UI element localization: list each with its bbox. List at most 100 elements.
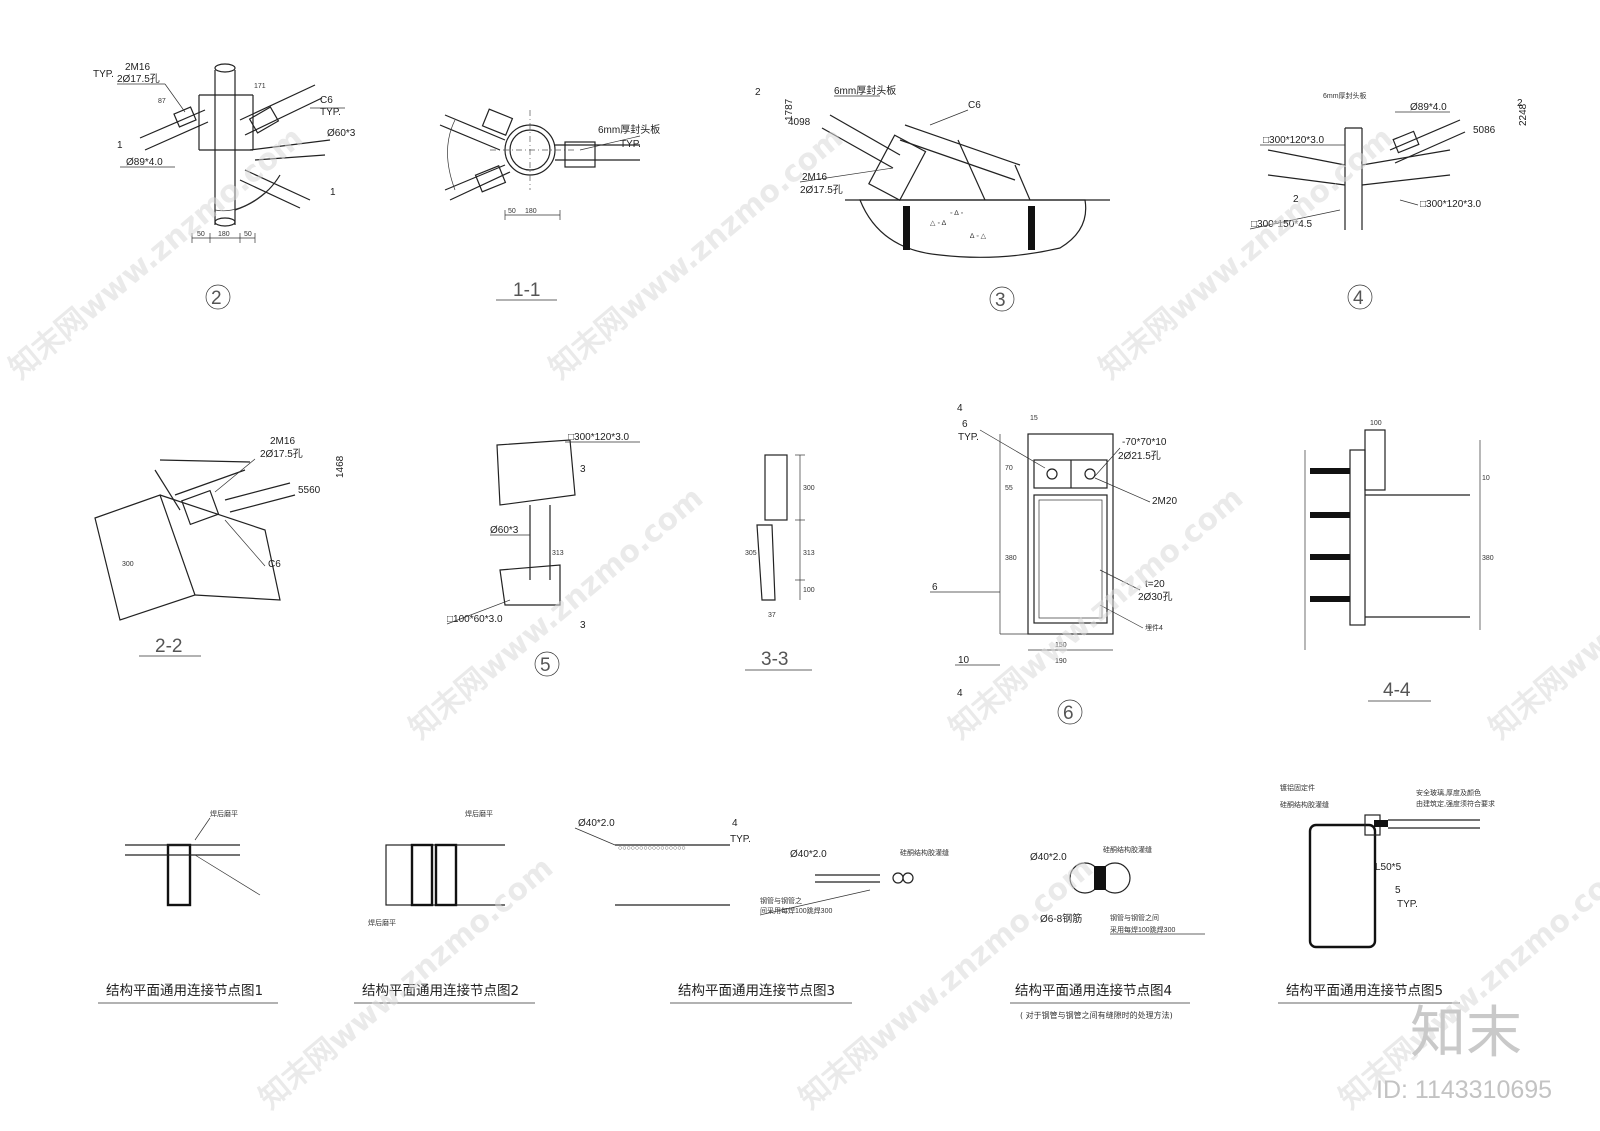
note-pipe40-4: Ø40*2.0 bbox=[1030, 852, 1067, 863]
section-label-2-2: 2-2 bbox=[155, 636, 182, 657]
dim-50: 50 bbox=[197, 231, 205, 238]
watermark-layer: 知末网www.znzmo.com 知末网www.znzmo.com 知末网www… bbox=[3, 120, 1600, 1116]
detail-2: 50 180 50 87 171 TYP. 2M16 2Ø17.5孔 Ø89*4… bbox=[93, 62, 356, 310]
note-plate6mm-4: 6mm厚封头板 bbox=[1323, 91, 1367, 100]
dim-100-44: 100 bbox=[1370, 420, 1382, 427]
note-gap2: 间采用每焊100跳焊300 bbox=[760, 906, 832, 915]
note-box300x120-b: □300*120*3.0 bbox=[1420, 199, 1482, 210]
detail-label-6: 6 bbox=[1063, 703, 1074, 724]
note-typ-11: TYP. bbox=[620, 139, 641, 150]
dim-1468: 1468 bbox=[335, 455, 346, 478]
svg-text:△ ◦ ∆: △ ◦ ∆ bbox=[930, 220, 947, 227]
detail-6: 150 190 380 70 55 15 4 4 6 TYP. -70*70*1… bbox=[930, 403, 1177, 725]
dim-15-6: 15 bbox=[1030, 415, 1038, 422]
dim-313-5: 313 bbox=[552, 550, 564, 557]
note-glass2: 由建筑定,强度须符合要求 bbox=[1416, 799, 1495, 808]
dim-5086: 5086 bbox=[1473, 125, 1496, 136]
node-detail-2: 焊后磨平 焊后磨平 结构平面通用连接节点图2 bbox=[354, 809, 535, 1004]
section-label-4-4: 4-4 bbox=[1383, 680, 1411, 701]
watermark-text: 知末网www.znzmo.com bbox=[943, 480, 1250, 746]
dim-1787: 1787 bbox=[784, 98, 795, 121]
sec-mark-3-5: 3 bbox=[580, 464, 586, 475]
note-box100x60: □100*60*3.0 bbox=[447, 614, 503, 625]
note-hole175: 2Ø17.5孔 bbox=[117, 73, 160, 85]
note-pipe89: Ø89*4.0 bbox=[126, 157, 163, 168]
svg-text:○○○○○○○○○○○○○○○○: ○○○○○○○○○○○○○○○○ bbox=[618, 845, 686, 852]
section-1-1: 50 180 6mm厚封头板 TYP. 1-1 bbox=[439, 108, 660, 301]
dim-305-33: 305 bbox=[745, 550, 757, 557]
dim-190-6: 190 bbox=[1055, 658, 1067, 665]
note-typ-5: TYP. bbox=[1397, 899, 1418, 910]
dim-380-6: 380 bbox=[1005, 555, 1017, 562]
note-c6: C6 bbox=[320, 95, 333, 106]
section-label-1-1: 1-1 bbox=[513, 280, 540, 301]
sec-mark-2-3: 2 bbox=[755, 87, 761, 98]
caption-2: 结构平面通用连接节点图2 bbox=[362, 982, 519, 999]
note-pipe40-3: Ø40*2.0 bbox=[578, 818, 615, 829]
dim-180: 180 bbox=[218, 231, 230, 238]
note-box300x120-a: □300*120*3.0 bbox=[1263, 135, 1325, 146]
note-silicone-3: 硅酮结构胶灌缝 bbox=[900, 848, 949, 857]
note-m20: 2M20 bbox=[1152, 496, 1177, 507]
caption-4: 结构平面通用连接节点图4 bbox=[1015, 982, 1172, 999]
detail-4: □300*120*3.0 □300*150*4.5 □300*120*3.0 6… bbox=[1249, 91, 1529, 310]
sec-mark-3-5b: 3 bbox=[580, 620, 586, 631]
sec-mark-4-6: 4 bbox=[957, 403, 963, 414]
section-3-3: 300 313 100 305 37 3-3 bbox=[745, 454, 815, 671]
node-detail-5: 镀铝固定件 硅酮结构胶灌缝 安全玻璃,厚度及颜色 由建筑定,强度须符合要求 L5… bbox=[1278, 783, 1495, 1004]
node-detail-1: 焊后磨平 结构平面通用连接节点图1 bbox=[98, 809, 278, 1004]
note-hole30: 2Ø30孔 bbox=[1138, 591, 1172, 603]
note-plate70: -70*70*10 bbox=[1122, 437, 1167, 448]
watermark-text: 知末网www.znzmo.com bbox=[1093, 120, 1400, 386]
svg-text:◦ ∆ ◦: ◦ ∆ ◦ bbox=[950, 210, 963, 217]
caption-4-note: ( 对于钢管与钢管之间有缝隙时的处理方法) bbox=[1020, 1010, 1173, 1020]
dim-300-22: 300 bbox=[122, 561, 134, 568]
dim-313-33: 313 bbox=[803, 550, 815, 557]
sec-mark-2-4: 2 bbox=[1517, 98, 1523, 109]
watermark-logo: 知末 bbox=[1410, 1001, 1522, 1066]
note-silicone-4: 硅酮结构胶灌缝 bbox=[1103, 845, 1152, 854]
weld-5: 5 bbox=[1395, 885, 1401, 896]
weld-6-top: 6 bbox=[962, 419, 968, 430]
note-box300x150: □300*150*4.5 bbox=[1251, 219, 1313, 230]
watermark-id: ID: 1143310695 bbox=[1376, 1076, 1552, 1104]
weld-6-side: 6 bbox=[932, 582, 938, 593]
note-hole175-3: 2Ø17.5孔 bbox=[800, 184, 843, 196]
note-rebar: Ø6-8钢筋 bbox=[1040, 912, 1082, 925]
note-c6-22: C6 bbox=[268, 559, 281, 570]
detail-label-4: 4 bbox=[1353, 288, 1364, 309]
dim-300-33: 300 bbox=[803, 485, 815, 492]
weld-4: 4 bbox=[732, 818, 738, 829]
note-grind-2b: 焊后磨平 bbox=[368, 918, 396, 927]
note-angle50: L50*5 bbox=[1375, 862, 1402, 873]
note-2m16-3: 2M16 bbox=[802, 172, 827, 183]
note-c6-3: C6 bbox=[968, 100, 981, 111]
dim-37-33: 37 bbox=[768, 612, 776, 619]
note-glass1: 安全玻璃,厚度及颜色 bbox=[1416, 788, 1481, 797]
watermark-text: 知末网www.znzmo.com bbox=[1483, 480, 1600, 746]
node-detail-3: ○○○○○○○○○○○○○○○○ Ø40*2.0 4 TYP. Ø40*2.0 … bbox=[574, 818, 949, 1004]
caption-5: 结构平面通用连接节点图5 bbox=[1286, 982, 1443, 999]
dim-180-11: 180 bbox=[525, 208, 537, 215]
note-gap-4: 钢管与钢管之间 bbox=[1110, 913, 1159, 922]
note-2m16: 2M16 bbox=[125, 62, 150, 73]
dim-5560: 5560 bbox=[298, 485, 321, 496]
note-pipe40-3b: Ø40*2.0 bbox=[790, 849, 827, 860]
detail-5: □300*120*3.0 Ø60*3 □100*60*3.0 3 3 313 5 bbox=[446, 432, 640, 677]
note-pipe60: Ø60*3 bbox=[327, 128, 356, 139]
caption-1: 结构平面通用连接节点图1 bbox=[106, 982, 263, 999]
note-fix: 镀铝固定件 bbox=[1280, 783, 1315, 792]
detail-3: △ ◦ ∆ ∆ ◦ △ ◦ ∆ ◦ 1787 4098 6mm厚封头板 C6 2… bbox=[755, 84, 1110, 312]
note-plate6mm-11: 6mm厚封头板 bbox=[598, 123, 660, 136]
sec-mark-2-4b: 2 bbox=[1293, 194, 1299, 205]
detail-label-2: 2 bbox=[211, 288, 222, 309]
note-part4: 埋件4 bbox=[1145, 623, 1163, 632]
note-2m16-22: 2M16 bbox=[270, 436, 295, 447]
dim-4098: 4098 bbox=[788, 117, 811, 128]
dim-55-6: 55 bbox=[1005, 485, 1013, 492]
note-gap1: 钢管与钢管之 bbox=[760, 896, 802, 905]
note-grind-2a: 焊后磨平 bbox=[465, 809, 493, 818]
note-weld-4: 采用每焊100跳焊300 bbox=[1110, 925, 1175, 934]
section-4-4: 380 10 100 4-4 bbox=[1304, 420, 1494, 702]
